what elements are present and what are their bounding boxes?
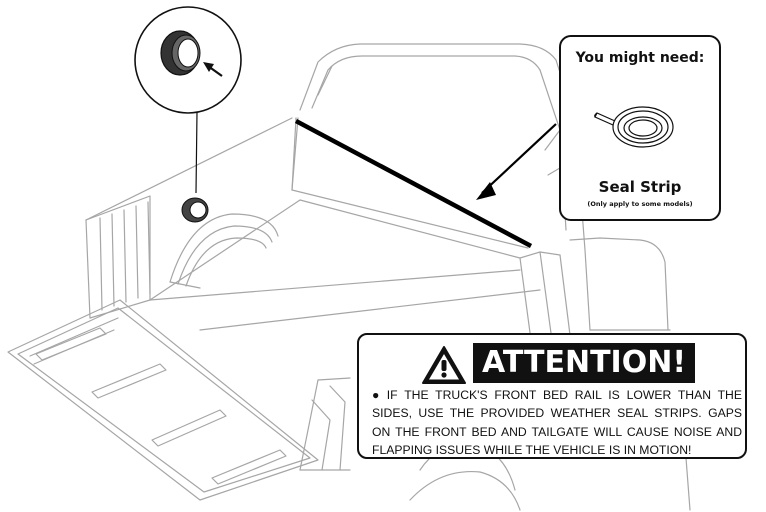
front-bed-rail-highlight bbox=[294, 119, 533, 248]
seal-strip-label: Seal Strip bbox=[598, 178, 682, 196]
warning-triangle-icon bbox=[422, 346, 466, 384]
attention-panel: ATTENTION! ●IF THE TRUCK'S FRONT BED RAI… bbox=[357, 333, 747, 459]
attention-message-text: IF THE TRUCK'S FRONT BED RAIL IS LOWER T… bbox=[372, 388, 742, 458]
seal-ring-on-bed-icon bbox=[181, 197, 209, 223]
seal-strip-note: (Only apply to some models) bbox=[587, 200, 693, 208]
you-might-need-panel: You might need: Seal Strip (Only apply t… bbox=[559, 35, 721, 221]
pointer-arrow bbox=[476, 123, 557, 200]
attention-bullet: ● bbox=[372, 388, 383, 402]
seal-strip-coil-icon bbox=[594, 106, 674, 148]
you-might-need-title: You might need: bbox=[575, 50, 705, 66]
attention-banner: ATTENTION! bbox=[473, 343, 695, 383]
seal-ring-icon bbox=[160, 30, 201, 76]
seal-callout bbox=[134, 6, 242, 223]
attention-message: ●IF THE TRUCK'S FRONT BED RAIL IS LOWER … bbox=[372, 386, 742, 460]
